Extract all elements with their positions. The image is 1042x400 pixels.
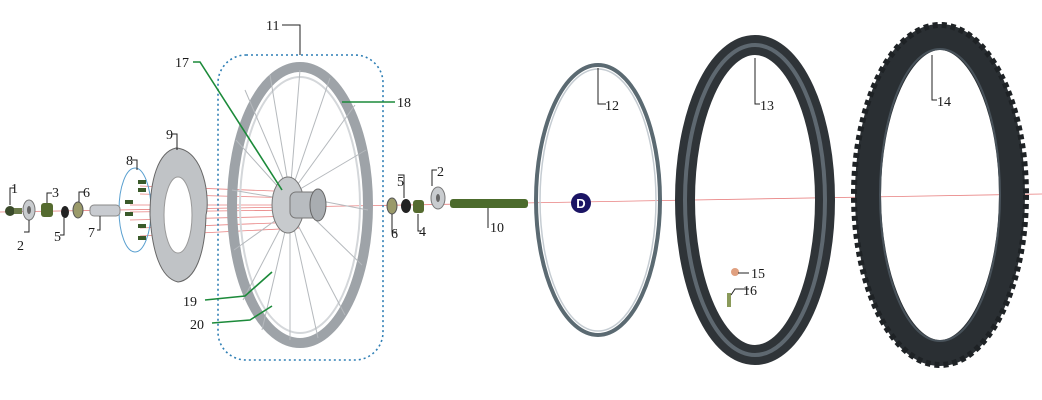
callout-1: 1 (11, 182, 18, 197)
callout-9: 9 (166, 128, 173, 143)
callout-20: 20 (190, 318, 204, 333)
brake-disc-9 (149, 147, 208, 283)
bearing-6-left (72, 201, 84, 219)
collar-4 (413, 200, 424, 213)
inner-tube-13 (675, 35, 835, 365)
bolts-8 (125, 180, 146, 240)
callout-3: 3 (52, 186, 59, 201)
rim-band-12 (534, 63, 662, 337)
callout-4: 4 (419, 225, 426, 240)
callout-15: 15 (751, 267, 765, 282)
callout-8: 8 (126, 154, 133, 169)
seal-5-right (401, 199, 411, 213)
callout-5-left: 5 (54, 230, 61, 245)
callout-12: 12 (605, 99, 619, 114)
callout-7: 7 (88, 226, 95, 241)
callout-13: 13 (760, 99, 774, 114)
callout-6-left: 6 (83, 186, 90, 201)
callout-16: 16 (743, 284, 757, 299)
callout-6-right: 6 (391, 227, 398, 242)
callout-2-right: 2 (437, 165, 444, 180)
bolt-1 (5, 206, 22, 216)
hub-17 (271, 176, 327, 234)
rim-band-12-inner (539, 68, 657, 332)
wheel-rim-18 (227, 62, 373, 348)
marker-d: D (571, 193, 591, 213)
collar-3 (41, 203, 53, 217)
marker-letter: D (576, 196, 585, 211)
leader-lines (9, 24, 937, 324)
callout-10: 10 (490, 221, 504, 236)
axle-10 (450, 199, 528, 208)
spacer-2-right (430, 186, 446, 210)
sleeve-7 (89, 204, 121, 217)
valve-15-16 (727, 268, 739, 307)
bearing-6-right (386, 197, 398, 215)
tire-14 (851, 22, 1029, 368)
wheel-assembly-bracket (217, 54, 384, 361)
seal-5-left (61, 206, 69, 218)
callout-2-left: 2 (17, 239, 24, 254)
callout-11: 11 (266, 19, 279, 34)
callout-14: 14 (937, 95, 951, 110)
callout-18: 18 (397, 96, 411, 111)
callout-19: 19 (183, 295, 197, 310)
callout-labels: 1 2 3 5 6 7 8 9 11 17 18 19 20 5 6 4 2 1… (11, 19, 951, 333)
callout-17: 17 (175, 56, 189, 71)
spacer-2-left (22, 199, 36, 221)
callout-5-right: 5 (397, 175, 404, 190)
